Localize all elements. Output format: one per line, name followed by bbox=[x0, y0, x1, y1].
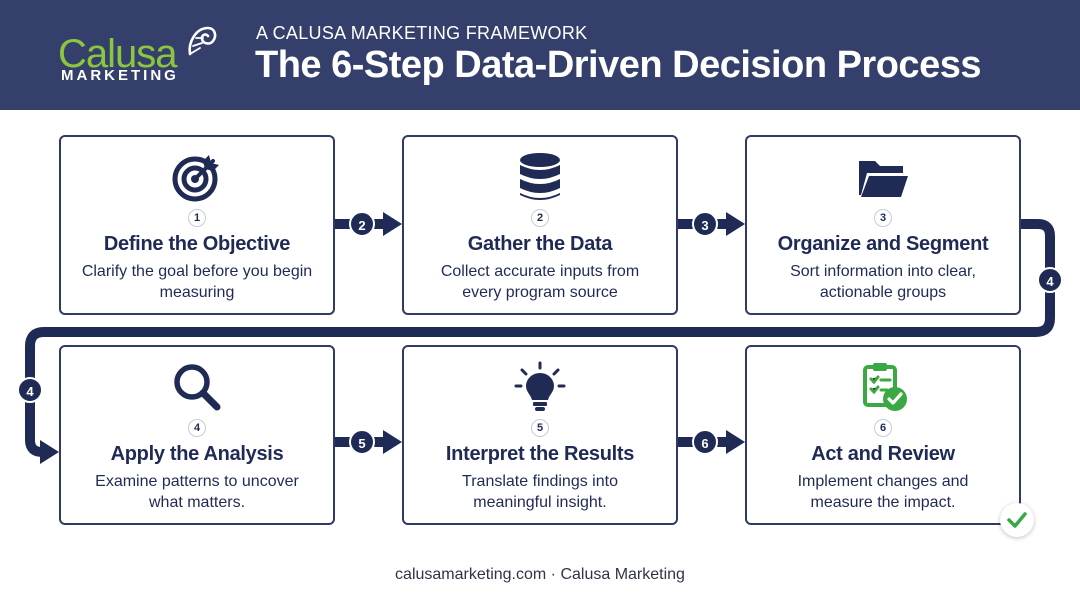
framework-kicker: A CALUSA MARKETING FRAMEWORK bbox=[256, 23, 588, 43]
step-description: Translate findings into meaningful insig… bbox=[462, 473, 618, 511]
step-title: Define the Objective bbox=[103, 233, 291, 255]
connector-badge-2-3: 3 bbox=[692, 211, 718, 237]
step-card-2[interactable]: 2 Gather the Data Collect accurate input… bbox=[402, 135, 678, 315]
logo-wordmark: Calusa bbox=[58, 32, 178, 76]
step-description: Sort information into clear, actionable … bbox=[790, 263, 976, 301]
connector-line-3-4 bbox=[25, 219, 1055, 457]
page-title: The 6-Step Data-Driven Decision Process bbox=[255, 44, 981, 86]
step-title: Interpret the Results bbox=[445, 443, 635, 465]
step-number: 3 bbox=[874, 209, 892, 227]
step-number: 5 bbox=[531, 419, 549, 437]
connector-badge-4-5: 5 bbox=[349, 429, 375, 455]
step-card-3[interactable]: 3 Organize and Segment Sort information … bbox=[745, 135, 1021, 315]
arrowhead-4-5 bbox=[383, 430, 402, 454]
step-description: Examine patterns to uncover what matters… bbox=[95, 473, 299, 511]
step-card-4[interactable]: 4 Apply the Analysis Examine patterns to… bbox=[59, 345, 335, 525]
calusa-logo[interactable]: Calusa MARKETING bbox=[58, 24, 218, 88]
arrowhead-2-3 bbox=[726, 212, 745, 236]
step-number: 1 bbox=[188, 209, 206, 227]
step-card-1[interactable]: 1 Define the Objective Clarify the goal … bbox=[59, 135, 335, 315]
database-icon bbox=[520, 153, 560, 200]
step-description: Implement changes and measure the impact… bbox=[797, 473, 969, 511]
step-card-5[interactable]: 5 Interpret the Results Translate findin… bbox=[402, 345, 678, 525]
step-title: Act and Review bbox=[811, 443, 955, 465]
connector-badge-3-4-right: 4 bbox=[1037, 267, 1063, 293]
step-number: 2 bbox=[531, 209, 549, 227]
completion-check-badge bbox=[1000, 503, 1034, 537]
step-description: Clarify the goal before you begin measur… bbox=[81, 263, 313, 301]
arrowhead-5-6 bbox=[726, 430, 745, 454]
arrowhead-3-4 bbox=[40, 440, 59, 464]
step-number: 4 bbox=[188, 419, 206, 437]
connector-badge-5-6: 6 bbox=[692, 429, 718, 455]
logo-subtitle: MARKETING bbox=[61, 67, 179, 84]
connector-badge-3-4-left: 4 bbox=[17, 377, 43, 403]
folder-icon bbox=[859, 161, 908, 197]
connector-badge-1-2: 2 bbox=[349, 211, 375, 237]
step-title: Apply the Analysis bbox=[110, 443, 284, 465]
arrowhead-1-2 bbox=[383, 212, 402, 236]
step-description: Collect accurate inputs from every progr… bbox=[440, 263, 640, 301]
step-title: Organize and Segment bbox=[777, 233, 989, 255]
step-card-6[interactable]: 6 Act and Review Implement changes and m… bbox=[745, 345, 1021, 525]
step-title: Gather the Data bbox=[467, 233, 613, 255]
target-icon bbox=[172, 155, 219, 202]
header-banner: Calusa MARKETING A CALUSA MARKETING FRAM… bbox=[0, 0, 1080, 110]
clipboard-check-icon bbox=[863, 363, 907, 411]
magnifier-icon bbox=[174, 364, 221, 411]
checkmark-icon bbox=[1007, 512, 1027, 528]
lightbulb-icon bbox=[514, 361, 566, 411]
step-number: 6 bbox=[874, 419, 892, 437]
shell-icon bbox=[188, 26, 217, 56]
footer-credit[interactable]: calusamarketing.com · Calusa Marketing bbox=[395, 566, 685, 583]
